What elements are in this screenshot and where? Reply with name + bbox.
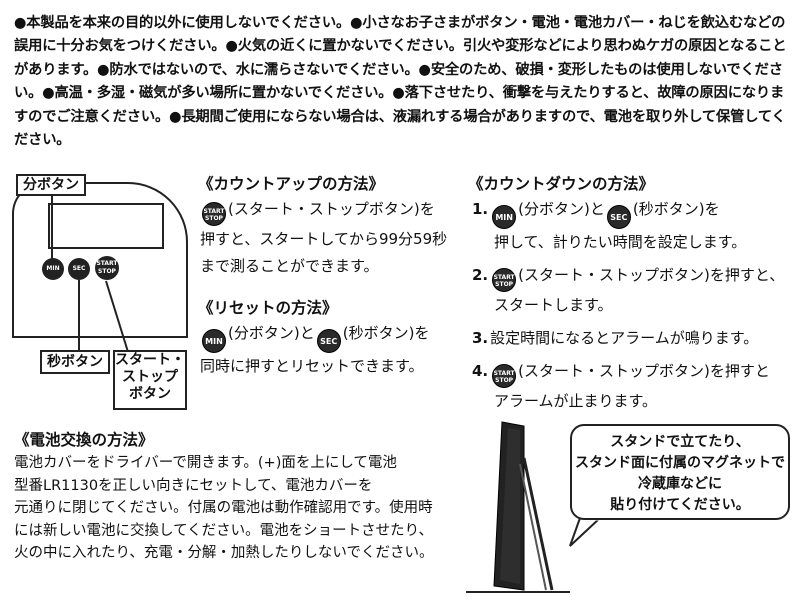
sec-icon: SEC (316, 329, 341, 353)
sec-button-label: 秒ボタン (40, 350, 110, 374)
battery-title: 《電池交換の方法》 (14, 431, 154, 449)
device-start-stop-button: START STOP (95, 256, 119, 280)
stand-note-callout: スタンドで立てたり、 スタンド面に付属のマグネットで 冷蔵庫などに 貼り付けてく… (570, 424, 790, 520)
timer-stand-illustration (466, 421, 570, 593)
reset-title: 《リセットの方法》 (198, 299, 338, 317)
min-button-label: 分ボタン (16, 174, 86, 196)
device-sec-button: SEC (68, 258, 90, 280)
device-min-button: MIN (42, 258, 64, 280)
start-stop-button-label: スタート・ ストップ ボタン (113, 350, 187, 410)
label-leader-lines (51, 195, 129, 353)
sec-icon: SEC (606, 205, 631, 229)
timer-display (48, 203, 164, 249)
count-down-title: 《カウントダウンの方法》 (468, 175, 655, 193)
min-icon: MIN (492, 205, 517, 229)
battery-instructions: 電池カバーをドライバーで開きます。(+)面を上にして電池 型番LR1130を正し… (14, 455, 434, 561)
count-up-title: 《カウントアップの方法》 (198, 175, 385, 193)
min-icon: MIN (202, 329, 226, 353)
safety-warnings: ●本製品を本来の目的以外に使用しないでください。●小さなお子さまがボタン・電池・… (14, 15, 787, 149)
